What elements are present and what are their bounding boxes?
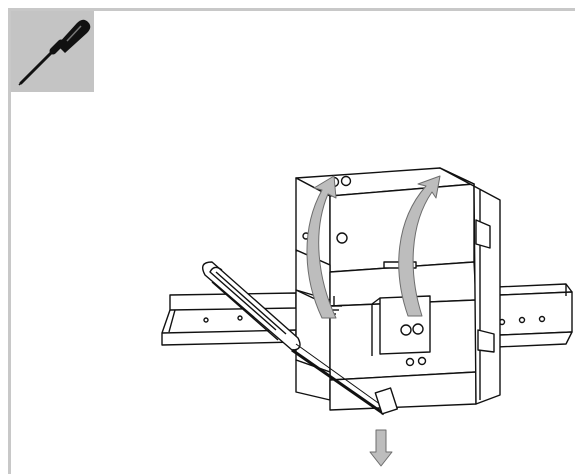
panel-top-border [8,8,575,11]
screwdriver-icon [18,19,91,86]
tool-indicator-box [11,11,94,92]
panel-left-border [8,8,11,474]
lift-arrows [306,175,441,319]
pull-down-arrow [369,429,393,467]
screwdriver-illustration [202,261,399,416]
